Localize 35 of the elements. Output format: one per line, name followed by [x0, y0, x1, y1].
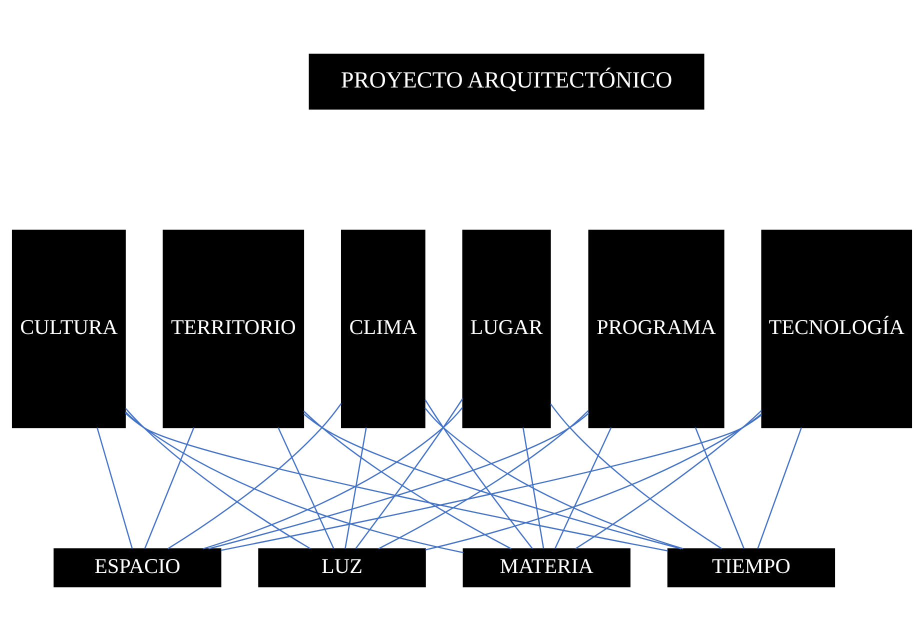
connector [125, 408, 311, 550]
connector [550, 404, 722, 550]
connector [522, 428, 544, 549]
connector [220, 414, 762, 551]
connector [303, 414, 682, 550]
node-box: CLIMA [340, 230, 426, 428]
node-box: LUZ [258, 548, 426, 588]
connector [355, 398, 464, 549]
connector [96, 427, 133, 549]
connector [168, 403, 342, 550]
node-box: LUGAR [462, 230, 551, 428]
node-box: PROGRAMA [588, 230, 724, 428]
connector [554, 427, 612, 549]
connector [125, 411, 464, 554]
node-box: PROYECTO ARQUITECTÓNICO [308, 54, 704, 110]
connector [202, 407, 463, 550]
connector [278, 427, 334, 549]
node-box: TECNOLOGÍA [761, 230, 912, 428]
connector [303, 410, 512, 550]
connector [424, 408, 684, 550]
node-box: TIEMPO [667, 548, 836, 588]
connector [125, 412, 668, 552]
connector [208, 412, 590, 550]
connector [378, 410, 589, 550]
connector [424, 399, 533, 550]
connector [757, 427, 802, 549]
node-box: ESPACIO [54, 548, 222, 588]
node-box: MATERIA [462, 548, 630, 588]
node-box: TERRITORIO [162, 230, 304, 428]
connector [144, 427, 194, 549]
connector [575, 410, 762, 550]
connector [694, 427, 744, 549]
connector [344, 428, 367, 549]
node-box: CULTURA [12, 230, 126, 428]
connector [425, 413, 762, 550]
